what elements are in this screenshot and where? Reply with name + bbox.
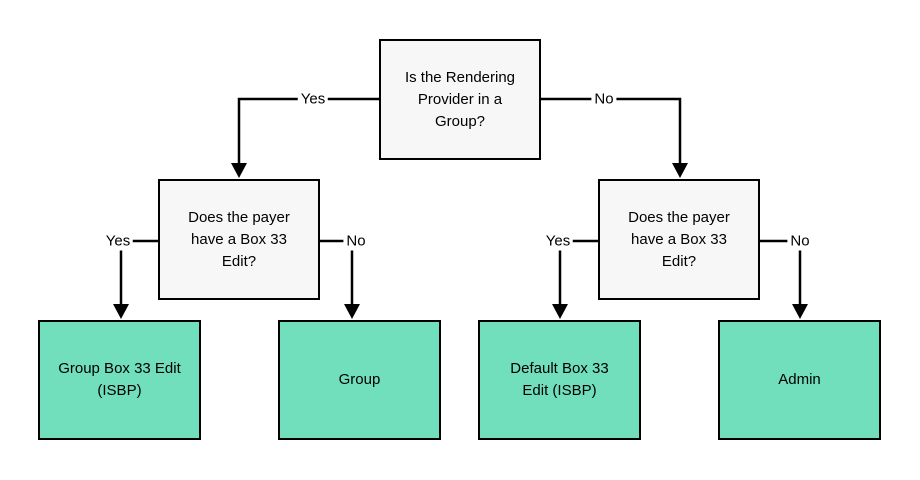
arrowhead-down-icon [231,163,247,178]
node-default-box33-edit-isbp: Default Box 33 Edit (ISBP) [478,320,641,440]
edge-label-no: No [787,231,813,251]
edge-label-yes: Yes [297,89,329,109]
arrowhead-down-icon [672,163,688,178]
edge-left-yes [119,239,158,307]
edge-label-no: No [343,231,369,251]
node-group-box33-edit-isbp: Group Box 33 Edit (ISBP) [38,320,201,440]
edge-left-no [320,239,354,307]
edge-root-yes [237,97,379,166]
arrowhead-down-icon [344,304,360,319]
edge-label-yes: Yes [102,231,134,251]
edge-label-yes: Yes [542,231,574,251]
edge-label-no: No [591,89,617,109]
node-payer-box33-edit-left: Does the payer have a Box 33 Edit? [158,179,320,300]
arrowhead-down-icon [792,304,808,319]
edge-root-no [541,97,682,166]
node-group: Group [278,320,441,440]
node-is-rendering-provider-in-group: Is the Rendering Provider in a Group? [379,39,541,160]
node-admin: Admin [718,320,881,440]
edge-right-no [760,239,802,307]
arrowhead-down-icon [552,304,568,319]
node-payer-box33-edit-right: Does the payer have a Box 33 Edit? [598,179,760,300]
arrowhead-down-icon [113,304,129,319]
edge-right-yes [558,239,598,307]
